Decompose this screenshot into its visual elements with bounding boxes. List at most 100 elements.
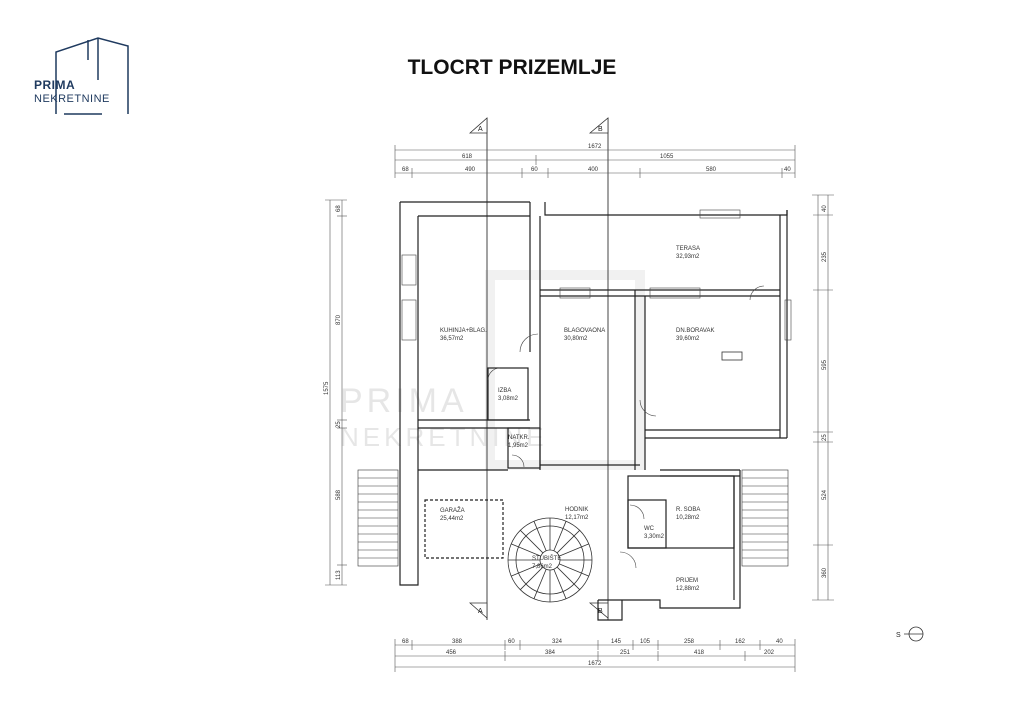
room-blagovaona-name: BLAGOVAONA [564,328,605,334]
external-stairs-west [357,469,399,567]
dim-left-2: 870 [336,314,342,325]
page-title: TLOCRT PRIZEMLJE [407,56,617,79]
logo-mark-icon [55,37,129,115]
stair-tread [556,566,580,590]
walls [399,201,788,621]
room-prijem-name: PRIJEM [676,578,698,584]
logo-text-line1: PRIMA [34,78,76,92]
room-stubiste-name: STUBIŠTE [532,555,561,562]
room-kuhinja-area: 36,57m2 [440,336,464,342]
room-labels: KUHINJA+BLAG. 36,57m2 BLAGOVAONA 30,80m2… [440,246,714,592]
section-marker-icon [468,117,488,134]
external-stairs-east [741,469,789,567]
dim-right-3: 595 [822,359,828,370]
windows [401,209,792,341]
dim-bottom-l1-9: 40 [776,639,783,645]
section-marker-icon [588,602,609,619]
watermark-line1: PRIMA [340,382,468,420]
left-dimension-labels: 1575 68 870 25 588 113 [324,205,342,580]
dim-bottom-l2-2: 384 [545,650,556,656]
dim-left-5: 113 [336,570,342,580]
top-dimension-labels: 1672 618 1055 68 490 60 400 580 40 [402,144,791,173]
room-wc-area: 3,30m2 [644,534,665,540]
room-garaza-name: GARAŽA [440,506,465,514]
room-natkr-area: 1,95m2 [508,443,529,449]
dim-top-l3-1: 68 [402,167,409,173]
section-marker-icon [588,117,609,134]
stair-tread [556,530,580,554]
bottom-dimension-labels: 68 388 60 324 145 105 258 162 40 456 384… [402,639,783,667]
section-lines [486,118,609,620]
room-izba-area: 3,08m2 [498,396,519,402]
dim-top-l3-4: 400 [588,167,599,173]
dim-right-6: 360 [822,567,828,578]
dim-right-1: 40 [822,205,828,212]
dim-top-l3-5: 580 [706,167,717,173]
stair-tread [533,569,547,599]
dim-left-total: 1575 [324,381,330,395]
dim-top-total: 1672 [588,144,602,150]
dim-bottom-l2-1: 456 [446,650,457,656]
room-prijem-area: 12,88m2 [676,586,700,592]
room-stubiste-area: 7,86m2 [532,564,553,570]
dim-bottom-l2-5: 202 [764,650,775,656]
stair-tread [533,521,547,551]
stair-tread [520,566,544,590]
dim-top-l3-6: 40 [784,167,791,173]
left-dimensions [325,199,347,586]
section-label-a-top: A [478,126,483,133]
dim-bottom-l1-3: 60 [508,639,515,645]
spiral-staircase [507,517,593,603]
logo-text-line2: NEKRETNINE [34,93,110,105]
company-logo: PRIMA NEKRETNINE [28,30,138,120]
dim-bottom-l1-8: 162 [735,639,746,645]
doors [487,285,765,569]
watermark: PRIMA NEKRETNINE [340,270,645,470]
dim-left-4: 588 [336,489,342,500]
room-garaza-area: 25,44m2 [440,516,464,522]
room-izba-name: IZBA [498,388,511,394]
dim-bottom-l1-4: 324 [552,639,563,645]
top-dimensions [394,145,796,178]
dim-right-5: 524 [822,489,828,500]
section-label-a-bottom: A [478,608,483,615]
stair-tread [511,563,541,577]
dim-bottom-l2-3: 251 [620,650,631,656]
dim-right-4: 25 [822,434,828,441]
fireplace-symbol [721,351,743,361]
room-soba-name: R. SOBA [676,507,700,513]
right-dimensions [812,194,834,601]
stair-tread [520,530,544,554]
section-label-b-bottom: B [598,608,603,615]
dim-bottom-total: 1672 [588,661,602,667]
room-kuhinja-name: KUHINJA+BLAG. [440,328,487,334]
bottom-dimensions [394,639,796,672]
dim-left-1: 68 [336,205,342,212]
stair-tread [553,521,567,551]
room-wc-name: WC [644,526,655,532]
dim-top-l3-2: 490 [465,167,476,173]
section-marker-icon [468,602,488,619]
dim-bottom-l1-7: 258 [684,639,695,645]
section-label-b-top: B [598,126,603,133]
room-blagovaona-area: 30,80m2 [564,336,588,342]
room-natkr-name: NATKR. [508,435,530,441]
room-terasa-name: TERASA [676,246,700,252]
room-dnevni-name: DN.BORAVAK [676,328,714,334]
stair-tread [511,543,541,557]
watermark-line2: NEKRETNINE [340,422,548,452]
dim-bottom-l1-1: 68 [402,639,409,645]
stair-tread [559,563,589,577]
dim-bottom-l2-4: 418 [694,650,705,656]
room-dnevni-area: 39,60m2 [676,336,700,342]
right-dimension-labels: 40 235 595 25 524 360 [822,205,828,578]
dim-bottom-l1-6: 105 [640,639,651,645]
dim-top-l2-1: 618 [462,154,473,160]
dim-right-2: 235 [822,251,828,262]
dim-bottom-l1-5: 145 [611,639,622,645]
dim-top-l3-3: 60 [531,167,538,173]
stair-tread [553,569,567,599]
section-markers: A B A B [468,117,609,619]
room-terasa-area: 32,93m2 [676,254,700,260]
